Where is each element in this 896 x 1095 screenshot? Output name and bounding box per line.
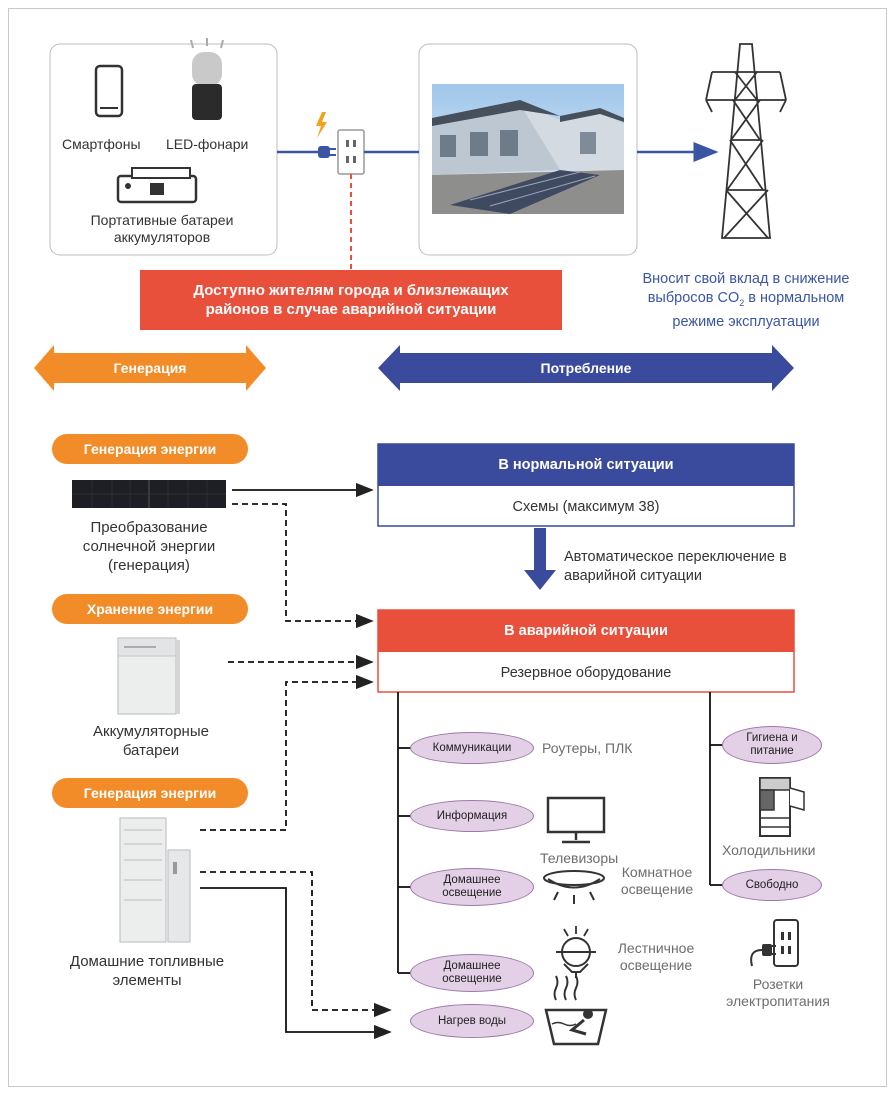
ceiling-light-icon [543,870,605,904]
generation-arrow-label: Генерация [113,360,187,376]
smartphones-label: Смартфоны [62,136,141,152]
room-lighting-label: Комнатное освещение [620,864,694,897]
information-oval: Информация [410,800,534,832]
water-heating-oval: Нагрев воды [410,1004,534,1038]
led-lantern-icon [190,38,224,120]
auto-switch-arrow [524,528,556,590]
generation-pill-1: Генерация энергии [52,434,248,464]
smartphone-icon [94,64,124,118]
storage-pill: Хранение энергии [52,594,248,624]
emergency-header: В аварийной ситуации [504,623,668,639]
tvs-label: Телевизоры [540,850,619,866]
transmission-tower-icon [705,43,787,239]
co2-note-text-2: в нормальном [744,290,845,306]
fuel-cell-icon [119,817,191,943]
co2-note-text: выбросов CO [647,290,740,306]
wall-socket-icon [337,129,365,175]
stair-lighting-label: Лестничное освещение [617,940,695,973]
portable-batteries-label: Портативные батареи аккумуляторов [90,212,234,245]
generation-arrow [34,345,266,391]
solar-label: Преобразование солнечной энергии (генера… [82,519,216,574]
power-outlet-icon [750,919,799,967]
stair-light-icon [556,926,596,978]
tv-icon [546,796,606,844]
lightning-icon [316,112,327,138]
led-lights-label: LED-фонари [166,136,249,152]
fuelcell-to-emergency-arrow [200,674,374,831]
storage-battery-icon [117,637,180,715]
normal-header: В нормальной ситуации [498,457,674,473]
fuel-cell-label: Домашние топливные элементы [69,953,225,989]
routers-label: Роутеры, ПЛК [542,740,633,756]
solar-panel-icon [72,480,226,508]
battery-label: Аккумуляторные батареи [93,723,209,759]
hygiene-oval: Гигиена и питание [722,726,822,764]
normal-situation-header-bg [378,444,794,486]
fuelcell-dashed-to-water [200,871,392,1018]
bath-icon [544,975,608,1046]
portable-battery-icon [116,167,198,204]
communications-oval: Коммуникации [410,732,534,764]
home-lighting-oval-2: Домашнее освещение [410,954,534,992]
fuelcell-solid-to-water [200,887,392,1040]
co2-note-line-3: режиме эксплуатации [672,313,820,330]
normal-body: Схемы (максимум 38) [512,499,660,515]
emergency-body: Резервное оборудование [500,665,672,681]
house-solar-photo [432,84,624,214]
consumption-arrow [378,345,794,391]
fridges-label: Холодильники [722,842,816,858]
plug-icon [318,146,336,158]
consumption-arrow-label: Потребление [540,360,632,376]
home-lighting-oval-1: Домашнее освещение [410,868,534,906]
emergency-banner: Доступно жителям города и близлежащих ра… [140,270,562,330]
diagram-frame [8,8,887,1087]
emergency-situation-header-bg [378,610,794,652]
solar-to-emergency-arrow [232,503,374,629]
co2-note-line-1: Вносит свой вклад в снижение [642,271,850,287]
auto-switch-note: Автоматическое переключение в аварийной … [564,549,787,584]
free-oval: Свободно [722,869,822,901]
refrigerator-icon [759,777,805,837]
co2-subscript: 2 [739,297,745,308]
co2-note: Вносит свой вклад в снижение выбросов CO… [608,270,884,332]
generation-pill-2: Генерация энергии [52,778,248,808]
co2-note-line-2: выбросов CO2 в нормальном [608,289,884,313]
outlets-label: Розетки электропитания [726,976,830,1009]
